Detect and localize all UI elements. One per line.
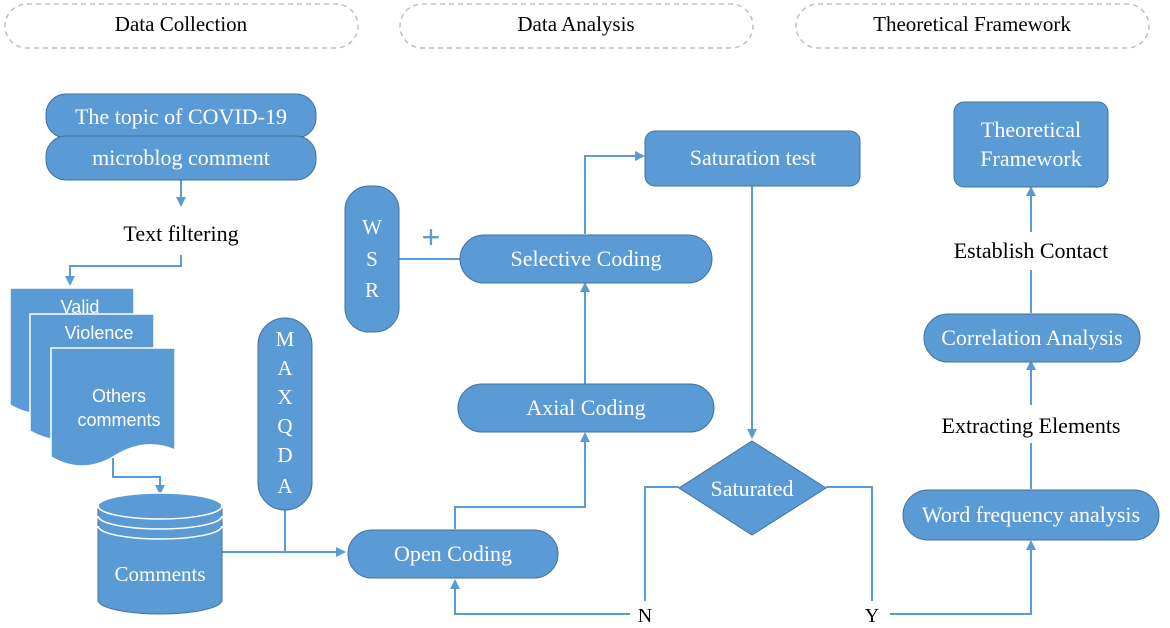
node-saturation-test: Saturation test (644, 130, 861, 187)
node-saturation-test-label: Saturation test (690, 145, 816, 170)
label-yes: Y (865, 605, 879, 627)
label-establish-contact: Establish Contact (954, 238, 1109, 263)
node-axial-coding-label: Axial Coding (526, 395, 645, 420)
doc-others-label-line1: Others (92, 386, 146, 406)
wsr-letter: W (362, 215, 382, 239)
section-header-data-analysis: Data Analysis (399, 3, 754, 49)
doc-valid-label: Valid (61, 297, 100, 317)
node-topic-label: The topic of COVID-19 (75, 104, 287, 129)
connectors (65, 151, 1036, 615)
node-microblog: microblog comment (45, 135, 317, 181)
connector-no-branch (644, 486, 679, 601)
section-header-data-collection: Data Collection (4, 3, 359, 49)
node-saturated-label: Saturated (710, 476, 793, 501)
node-microblog-label: microblog comment (92, 145, 270, 170)
node-theoretical-framework: Theoretical Framework (953, 101, 1109, 188)
connector-open-axial (454, 432, 590, 529)
wsr-letter: S (366, 247, 378, 271)
node-theoretical-label-line2: Framework (980, 146, 1081, 171)
node-topic: The topic of COVID-19 (45, 93, 317, 139)
doc-violence-label: Violence (65, 323, 134, 343)
node-word-frequency: Word frequency analysis (902, 489, 1160, 541)
maxqda-letter: A (277, 356, 293, 380)
label-extracting-elements: Extracting Elements (942, 413, 1121, 438)
maxqda-letter: Q (277, 414, 292, 438)
maxqda-letter: A (277, 474, 293, 498)
node-axial-coding: Axial Coding (457, 383, 715, 433)
connector-no-to-open (450, 579, 630, 615)
comments-db-label: Comments (114, 562, 205, 586)
maxqda-letter: D (277, 443, 292, 467)
section-header-theoretical-framework: Theoretical Framework (795, 3, 1150, 49)
node-selective-coding-label: Selective Coding (511, 246, 662, 271)
node-open-coding-label: Open Coding (394, 541, 512, 566)
section-title-data-analysis: Data Analysis (517, 12, 634, 36)
node-wsr: W S R (344, 185, 400, 333)
doc-others-label-line2: comments (77, 410, 160, 430)
connector-filter-docs (65, 255, 182, 286)
section-title-theoretical-framework: Theoretical Framework (873, 12, 1071, 36)
node-maxqda: M A X Q D A (257, 317, 313, 511)
node-correlation-analysis: Correlation Analysis (923, 313, 1141, 363)
node-saturated-decision: Saturated (678, 440, 827, 536)
node-word-frequency-label: Word frequency analysis (922, 502, 1140, 527)
node-selective-coding: Selective Coding (459, 234, 713, 284)
node-theoretical-label-line1: Theoretical (981, 117, 1081, 142)
node-open-coding: Open Coding (347, 529, 559, 579)
connector-docs-db (112, 458, 165, 495)
label-no: N (638, 605, 652, 627)
wsr-letter: R (365, 278, 379, 302)
connector-yes-branch (826, 486, 873, 601)
maxqda-letter: X (277, 385, 292, 409)
connector-yes-to-word-freq (890, 540, 1036, 615)
connector-selective-saturation (584, 151, 645, 234)
plus-sign: + (422, 219, 441, 255)
section-title-data-collection: Data Collection (115, 12, 248, 36)
node-correlation-analysis-label: Correlation Analysis (941, 325, 1122, 350)
comments-database: Comments (97, 492, 223, 615)
doc-others (50, 347, 176, 467)
maxqda-letter: M (276, 327, 295, 351)
document-stack: Valid Violence Others comments (9, 287, 176, 467)
label-text-filtering: Text filtering (123, 221, 238, 246)
